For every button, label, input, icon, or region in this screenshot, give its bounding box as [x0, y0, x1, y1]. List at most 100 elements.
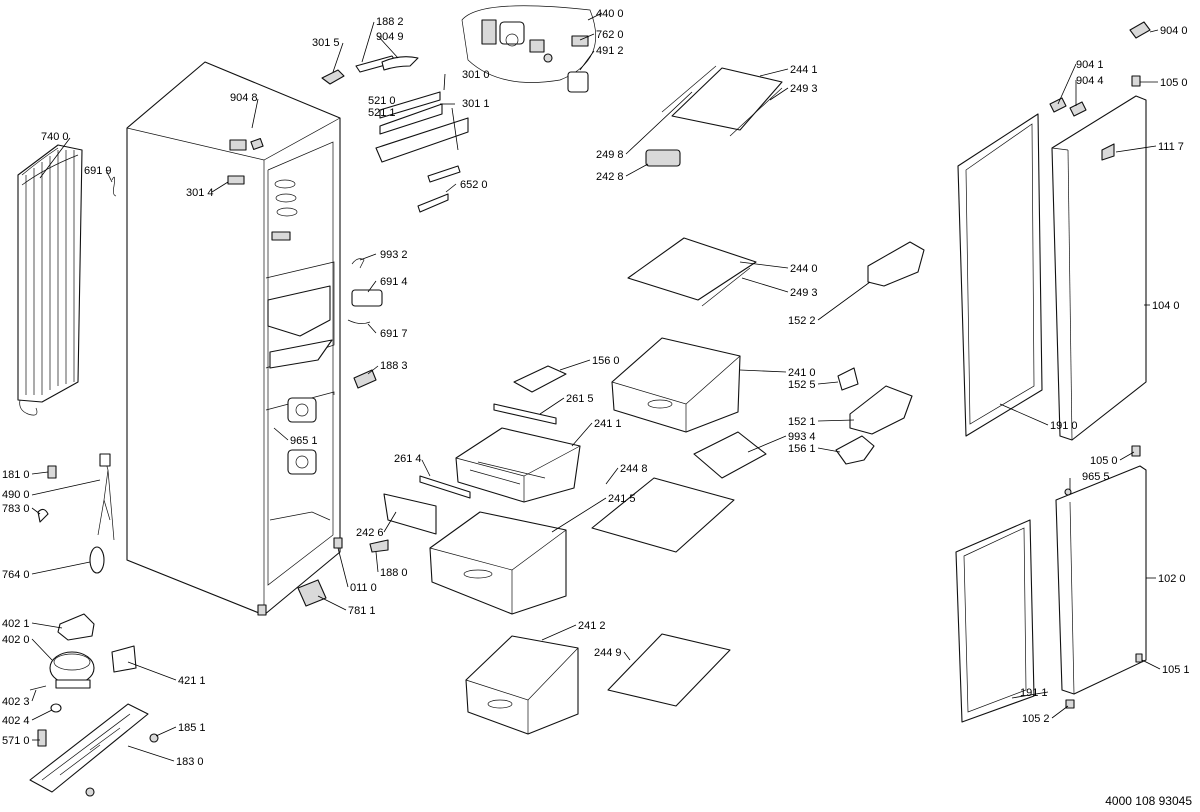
label-7620: 762 0 [596, 29, 624, 41]
label-2498: 249 8 [596, 149, 624, 161]
label-1830: 183 0 [176, 756, 204, 768]
shelf-2449-drawing [607, 633, 731, 707]
drawer-2410-drawing [611, 337, 741, 433]
label-3011: 301 1 [462, 98, 490, 110]
harness-plug-drawing [99, 453, 111, 467]
drawer-2412-drawing [465, 635, 579, 735]
label-9041: 904 1 [1076, 59, 1104, 71]
label-9049: 904 9 [376, 31, 404, 43]
label-1051: 105 1 [1162, 664, 1190, 676]
label-0110: 011 0 [350, 582, 377, 594]
part-9932-drawing [351, 258, 365, 269]
part-6914-drawing [351, 289, 383, 307]
label-2412: 241 2 [578, 620, 606, 632]
label-9040: 904 0 [1160, 25, 1188, 37]
part-7830-drawing [37, 508, 49, 523]
label-2411: 241 1 [594, 418, 622, 430]
label-2426: 242 6 [356, 527, 384, 539]
label-4023: 402 3 [2, 696, 30, 708]
compressor-drawing [29, 613, 137, 747]
box-2428-drawing [645, 149, 681, 167]
label-1040: 104 0 [1152, 300, 1180, 312]
label-1522: 152 2 [788, 315, 816, 327]
hinge-cover-9040-drawing [1129, 21, 1151, 39]
document-number: 4000 108 93045 [1105, 794, 1192, 808]
part-1883-drawing [353, 369, 377, 389]
label-5211: 521 1 [368, 107, 396, 119]
shelf-2440-drawing [627, 237, 757, 301]
label-6917: 691 7 [380, 328, 408, 340]
bin-1521-drawing [849, 385, 913, 435]
part-labels: 740 0 691 9 301 5 188 2 904 9 440 0 762 … [2, 8, 1190, 768]
part-1525-drawing [837, 367, 859, 391]
label-9932: 993 2 [380, 249, 408, 261]
shelf-2448-drawing [591, 477, 735, 553]
leader-lines [31, 12, 1161, 762]
egg-tray-1560-drawing [513, 365, 567, 393]
label-6914: 691 4 [380, 276, 408, 288]
label-2493: 249 3 [790, 83, 818, 95]
part-1052-drawing [1065, 699, 1075, 709]
shelf-2441-drawing [671, 67, 783, 131]
part-1051-drawing [1135, 653, 1143, 663]
base-plate-drawing [29, 703, 159, 797]
label-2449: 244 9 [594, 647, 622, 659]
rail-2615-drawing [493, 403, 557, 425]
label-7640: 764 0 [2, 569, 30, 581]
label-9048: 904 8 [230, 92, 258, 104]
trim-2493-drawing [729, 87, 783, 137]
harness-4900-drawing [97, 455, 115, 541]
label-2448: 244 8 [620, 463, 648, 475]
lower-gasket-drawing [955, 519, 1035, 723]
egg-holder-1561-drawing [835, 435, 875, 465]
label-2441: 244 1 [790, 64, 818, 76]
trim-2493b-drawing [701, 267, 751, 307]
part-1050b-drawing [1131, 445, 1141, 457]
part-1810-drawing [47, 465, 57, 479]
part-9655-drawing [1064, 488, 1072, 496]
label-4211: 421 1 [178, 675, 206, 687]
label-1521: 152 1 [788, 416, 816, 428]
part-1880-drawing [369, 539, 389, 553]
label-2615: 261 5 [566, 393, 594, 405]
label-4400: 440 0 [596, 8, 624, 20]
label-7811: 781 1 [348, 605, 376, 617]
label-3014: 301 4 [186, 187, 214, 199]
label-5210: 521 0 [368, 95, 396, 107]
label-6919: 691 9 [84, 165, 112, 177]
label-4912: 491 2 [596, 45, 624, 57]
label-2410: 241 0 [788, 367, 816, 379]
label-1910: 191 0 [1050, 420, 1078, 432]
label-2440: 244 0 [790, 263, 818, 275]
label-2415: 241 5 [608, 493, 636, 505]
label-9044: 904 4 [1076, 75, 1104, 87]
bin-1522-drawing [867, 241, 925, 287]
cabinet-drawing [126, 61, 343, 616]
label-1851: 185 1 [178, 722, 206, 734]
label-1050b: 105 0 [1090, 455, 1118, 467]
wire-6919-drawing [111, 176, 117, 197]
part-9044-drawing [1069, 101, 1087, 117]
label-1525: 152 5 [788, 379, 816, 391]
tray-9934-drawing [693, 431, 767, 479]
label-7400: 740 0 [41, 131, 69, 143]
label-4024: 402 4 [2, 715, 30, 727]
part-9041-drawing [1049, 97, 1067, 113]
label-4021: 402 1 [2, 618, 30, 630]
drawer-2415-drawing [429, 511, 567, 615]
trim-2498-drawing [661, 65, 717, 113]
top-controls-drawing [321, 5, 597, 213]
label-9655: 965 5 [1082, 471, 1110, 483]
label-1880: 188 0 [380, 567, 408, 579]
upper-door-drawing [1051, 95, 1147, 441]
label-6520: 652 0 [460, 179, 488, 191]
label-9651: 965 1 [290, 435, 318, 447]
label-1882: 188 2 [376, 16, 404, 28]
label-2614: 261 4 [394, 453, 422, 465]
label-3010: 301 0 [462, 69, 490, 81]
rail-2614-drawing [419, 475, 471, 499]
label-4900: 490 0 [2, 489, 30, 501]
cover-2426-drawing [383, 493, 437, 535]
drawer-2411-drawing [455, 427, 581, 503]
